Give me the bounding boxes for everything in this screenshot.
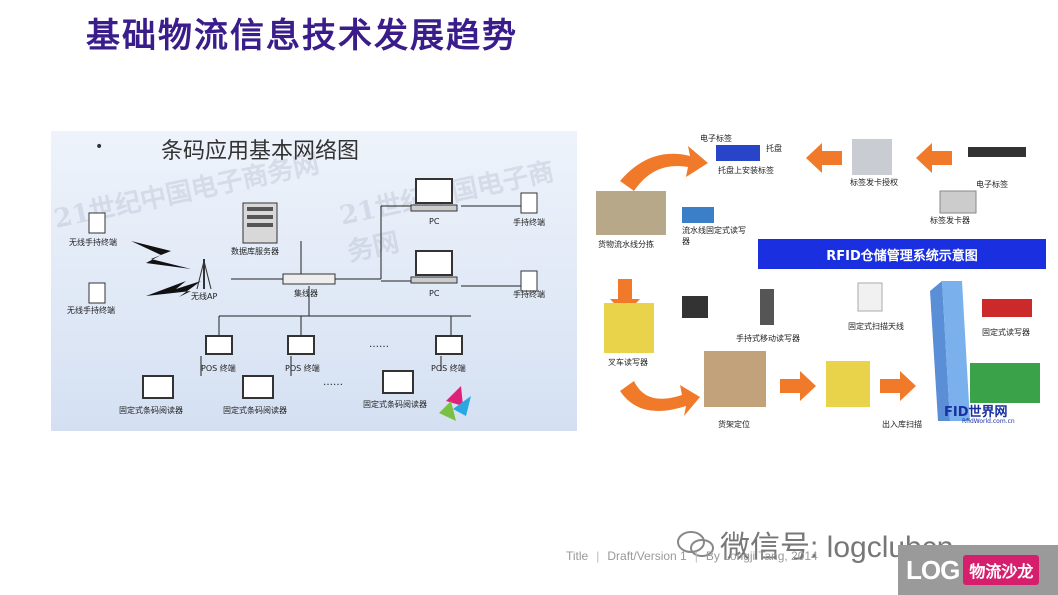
forklift-icon	[604, 303, 654, 353]
footer-version: Draft/Version 1	[607, 549, 687, 563]
label-wireless-handheld: 无线手持终端	[67, 306, 115, 315]
footer-author: By Longji Tang, 2014	[705, 549, 818, 563]
rfid-diagram	[596, 139, 1040, 421]
arrow-left-icon	[806, 143, 842, 173]
label-shelf-position: 货架定位	[718, 420, 750, 429]
antenna-icon	[196, 259, 212, 290]
label-tag-on-pallet: 托盘上安装标签	[718, 166, 774, 175]
label-handheld: 手持终端	[513, 290, 545, 299]
label-e-tag: 电子标签	[700, 134, 732, 143]
label-pc: PC	[429, 217, 440, 226]
label-db-server: 数据库服务器	[231, 247, 279, 256]
rfid-banner: RFID仓储管理系统示意图	[758, 239, 1046, 269]
label-fixed-reader: 固定式读写器	[982, 328, 1030, 337]
truck-icon	[970, 363, 1040, 403]
gate-icon	[930, 281, 950, 421]
label-handheld: 手持终端	[513, 218, 545, 227]
label-pallet: 托盘	[766, 144, 782, 153]
ellipsis: ……	[323, 377, 343, 388]
wechat-icon	[676, 529, 716, 559]
label-wireless-ap: 无线AP	[191, 292, 218, 301]
pallet-icon	[716, 145, 760, 161]
label-pos: POS 终端	[285, 364, 320, 373]
label-pos: POS 终端	[431, 364, 466, 373]
label-reader: 固定式条码阅读器	[119, 406, 183, 415]
photo-operator	[852, 139, 892, 175]
label-pc: PC	[429, 289, 440, 298]
log-club-logo: LOG 物流沙龙	[898, 545, 1058, 595]
footer-title: Title	[566, 549, 589, 563]
label-hub: 集线器	[294, 289, 318, 298]
label-tag-issuer: 标签发卡器	[930, 216, 970, 225]
label-gate: 出入库扫描	[882, 420, 922, 429]
logo-latin: LOG	[906, 554, 960, 585]
antenna-icon	[857, 282, 883, 312]
footer-separator: |	[694, 549, 698, 563]
ellipsis: ……	[369, 339, 389, 350]
rfid-warehouse-figure: RFID仓储管理系统示意图 电子标签 托盘 托盘上安装标签 标签发卡授权 电子标…	[590, 131, 1052, 431]
conveyor-reader-icon	[682, 207, 714, 223]
label-reader: 固定式条码阅读器	[223, 406, 287, 415]
rfid-world-logo: FID世界网	[944, 405, 1008, 420]
arrow-right-icon	[880, 371, 916, 401]
bullet: •	[95, 139, 104, 155]
rfid-world-url: RfidWorld.com.cn	[962, 418, 1015, 425]
label-conveyor-reader: 流水线固定式读写器	[682, 226, 746, 246]
label-reader: 固定式条码阅读器	[363, 400, 427, 409]
label-wireless-handheld: 无线手持终端	[69, 238, 117, 247]
forklift-reader-icon	[682, 296, 708, 318]
colorful-logo-icon	[439, 386, 471, 421]
footer-separator: |	[596, 549, 600, 563]
logo-cn: 物流沙龙	[963, 555, 1040, 585]
label-forklift-reader: 叉车读写器	[608, 358, 648, 367]
curved-arrow-icon	[620, 146, 708, 191]
label-conveyor-sort: 货物流水线分拣	[598, 240, 654, 249]
tag-issuer-icon	[939, 190, 977, 214]
photo-shelf	[704, 351, 766, 407]
figure-title: 条码应用基本网络图	[161, 139, 360, 164]
label-handheld-reader: 手持式移动读写器	[736, 334, 800, 343]
slide-title: 基础物流信息技术发展趋势	[86, 16, 518, 56]
label-tag-issuer-auth: 标签发卡授权	[850, 178, 898, 187]
label-pos: POS 终端	[201, 364, 236, 373]
label-fixed-antenna: 固定式扫描天线	[848, 322, 904, 331]
barcode-network-figure: 21世纪中国电子商务网 21世纪中国电子商务网 • 条码应用基本网络图	[51, 131, 577, 431]
forklift-icon	[826, 361, 870, 407]
photo-conveyor	[596, 191, 666, 235]
arrow-right-icon	[780, 371, 816, 401]
curved-arrow-icon	[620, 381, 700, 416]
network-diagram	[88, 178, 538, 421]
fixed-reader-icon	[982, 299, 1032, 317]
label-e-tag: 电子标签	[976, 180, 1008, 189]
arrow-left-icon	[916, 143, 952, 173]
tag-device-icon	[968, 147, 1026, 157]
handheld-reader-icon	[760, 289, 774, 325]
slide-footer: Title | Draft/Version 1 | By Longji Tang…	[566, 549, 818, 563]
